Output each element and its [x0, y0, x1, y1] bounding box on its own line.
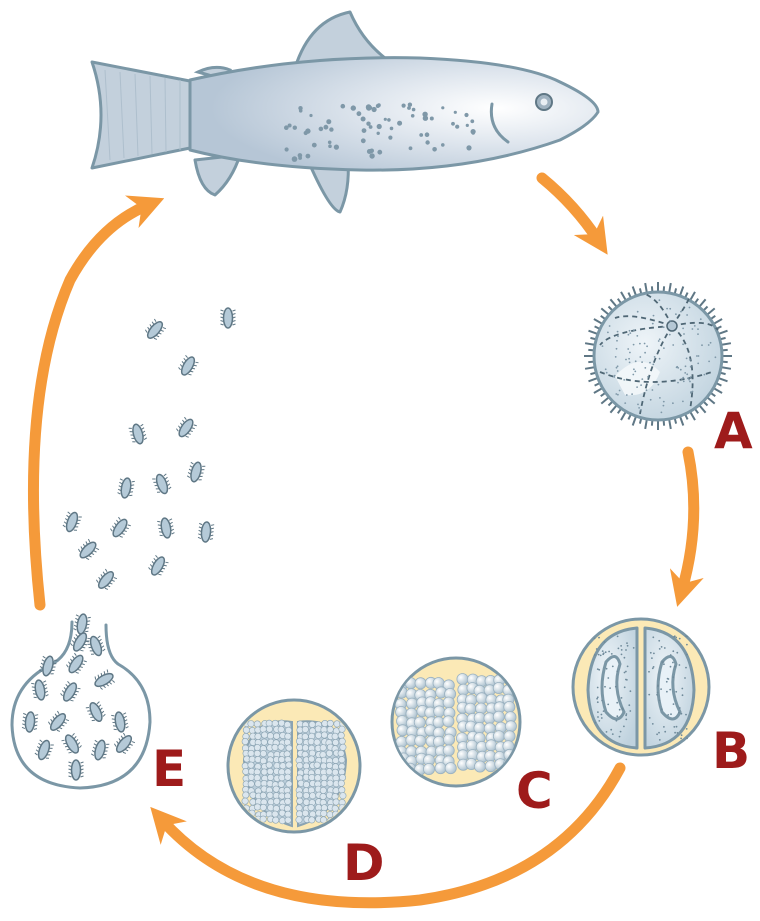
tomite-icon — [143, 318, 167, 343]
tomite-icon — [152, 472, 173, 496]
label-d: D — [343, 834, 385, 892]
tomite-icon — [198, 521, 215, 542]
tomite-icon — [186, 460, 206, 483]
tomite-icon — [147, 554, 170, 579]
tomite-icon — [221, 308, 236, 328]
tomite-icon — [174, 416, 198, 441]
tomite-icon — [94, 568, 118, 593]
mature-cyst-cell-icon — [228, 700, 360, 832]
tomont-cell-icon — [573, 619, 709, 755]
label-c: C — [516, 762, 553, 820]
fish-icon — [92, 12, 598, 212]
cycle-arrows — [33, 178, 693, 903]
label-e: E — [152, 740, 186, 798]
trophont-cell-icon — [584, 282, 732, 430]
tomite-icon — [76, 538, 101, 563]
arrow-fish-to-a — [542, 178, 598, 240]
tomite-icon — [108, 516, 132, 541]
tomite-icon — [128, 422, 148, 445]
arrow-a-to-b — [682, 452, 694, 590]
tomite-icon — [117, 477, 135, 499]
tomite-icon — [157, 517, 175, 539]
tomite-icon — [62, 510, 83, 534]
tomite-icon — [177, 354, 200, 379]
tomite-icon — [69, 760, 84, 780]
label-a: A — [714, 402, 753, 460]
label-b: B — [712, 722, 750, 780]
cyst-cell-icon — [392, 658, 520, 786]
